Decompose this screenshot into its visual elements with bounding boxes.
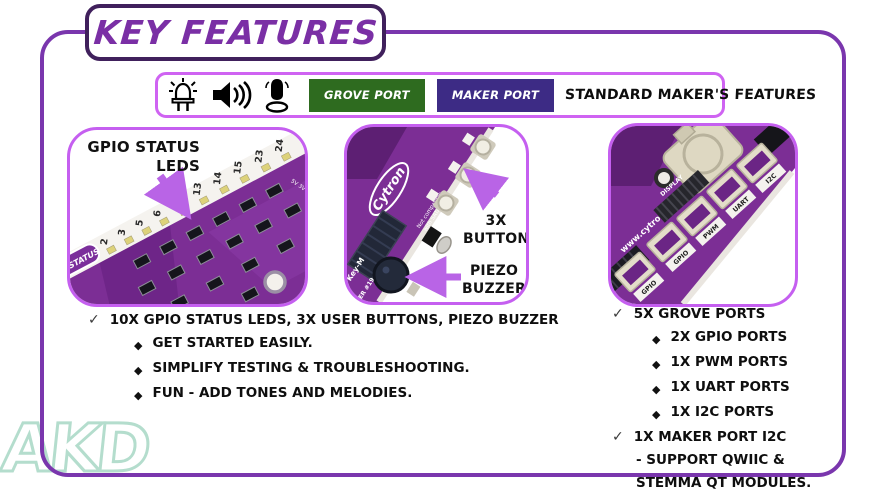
arrow-to-leds — [143, 166, 192, 220]
callout-gpio-status-leds: GPIO STATUS LEDS — [87, 138, 200, 175]
speaker-icon — [213, 81, 252, 109]
diamond-bullet-icon: ◆ — [652, 333, 661, 346]
buttons-board-graphic: Cytron Not compatible with SATA SSD Key-… — [347, 127, 510, 302]
svg-text:13: 13 — [192, 182, 205, 196]
svg-text:3: 3 — [117, 228, 129, 236]
strip-caption: STANDARD MAKER'S FEATURES — [564, 87, 817, 103]
photo-gpio-status-leds: 2 3 5 6 12 13 14 15 23 24 — [67, 127, 308, 307]
page-title: KEY FEATURES — [91, 13, 380, 52]
list-item: - SUPPORT QWIIC & — [636, 452, 785, 468]
svg-text:24: 24 — [274, 138, 287, 153]
list-item: ✓ 10X GPIO STATUS LEDS, 3X USER BUTTONS,… — [88, 312, 568, 329]
user-buttons — [433, 134, 496, 216]
list-item: ◆ 1X I2C PORTS — [652, 404, 775, 421]
diamond-bullet-icon: ◆ — [134, 389, 143, 402]
diamond-bullet-icon: ◆ — [134, 364, 143, 377]
feature-list-right: ✓ 5X GROVE PORTS ◆ 2X GPIO PORTS ◆ 1X PW… — [612, 306, 844, 489]
svg-text:5: 5 — [134, 219, 146, 227]
photo-buttons-buzzer: Cytron Not compatible with SATA SSD Key-… — [344, 124, 529, 305]
svg-text:2: 2 — [99, 238, 111, 246]
grove-port-badge: GROVE PORT — [309, 78, 425, 112]
ports-board-graphic: www.cytron.io DISPLAY GPIO — [611, 126, 795, 304]
list-item: ✓ 1X MAKER PORT I2C — [612, 429, 844, 446]
list-item: ◆ 2X GPIO PORTS — [652, 329, 788, 346]
touch-icon — [265, 79, 289, 113]
diamond-bullet-icon: ◆ — [652, 383, 661, 396]
list-heading: 10X GPIO STATUS LEDS, 3X USER BUTTONS, P… — [109, 312, 559, 328]
title-box: KEY FEATURES — [85, 4, 386, 61]
diamond-bullet-icon: ◆ — [652, 358, 661, 371]
check-icon: ✓ — [612, 306, 624, 322]
feature-strip: GROVE PORT MAKER PORT STANDARD MAKER'S F… — [155, 72, 817, 118]
led-icon — [169, 78, 197, 111]
list-item: ◆ SIMPLIFY TESTING & TROUBLESHOOTING. — [134, 360, 470, 377]
list-heading: 5X GROVE PORTS — [633, 306, 766, 322]
list-item: ✓ 5X GROVE PORTS — [612, 306, 844, 323]
svg-text:15: 15 — [232, 160, 245, 174]
arrow-to-buttons — [463, 168, 510, 211]
diamond-bullet-icon: ◆ — [134, 339, 143, 352]
diamond-bullet-icon: ◆ — [652, 408, 661, 421]
list-item: ◆ GET STARTED EASILY. — [134, 335, 313, 352]
photo-grove-ports: www.cytron.io DISPLAY GPIO — [608, 123, 798, 307]
list-heading: 1X MAKER PORT I2C — [633, 429, 787, 445]
svg-text:23: 23 — [253, 149, 266, 163]
grove-connectors: GPIO GPIO PWM UAR — [614, 142, 787, 303]
maker-port-badge: MAKER PORT — [436, 78, 555, 112]
page-border — [40, 30, 846, 477]
check-icon: ✓ — [88, 312, 100, 328]
list-item: ◆ 1X PWM PORTS — [652, 354, 788, 371]
check-icon: ✓ — [612, 429, 624, 445]
svg-text:14: 14 — [212, 171, 225, 186]
callout-3x-buttons: 3X BUTTONS — [463, 213, 529, 247]
list-item: ◆ 1X UART PORTS — [652, 379, 790, 396]
feature-list-left: ✓ 10X GPIO STATUS LEDS, 3X USER BUTTONS,… — [88, 312, 568, 410]
callout-piezo-buzzer: PIEZO BUZZER — [462, 263, 526, 297]
list-item: ◆ FUN - ADD TONES AND MELODIES. — [134, 385, 413, 402]
list-item: STEMMA QT MODULES. — [636, 475, 812, 489]
gpio-board-graphic: 2 3 5 6 12 13 14 15 23 24 — [70, 130, 305, 304]
